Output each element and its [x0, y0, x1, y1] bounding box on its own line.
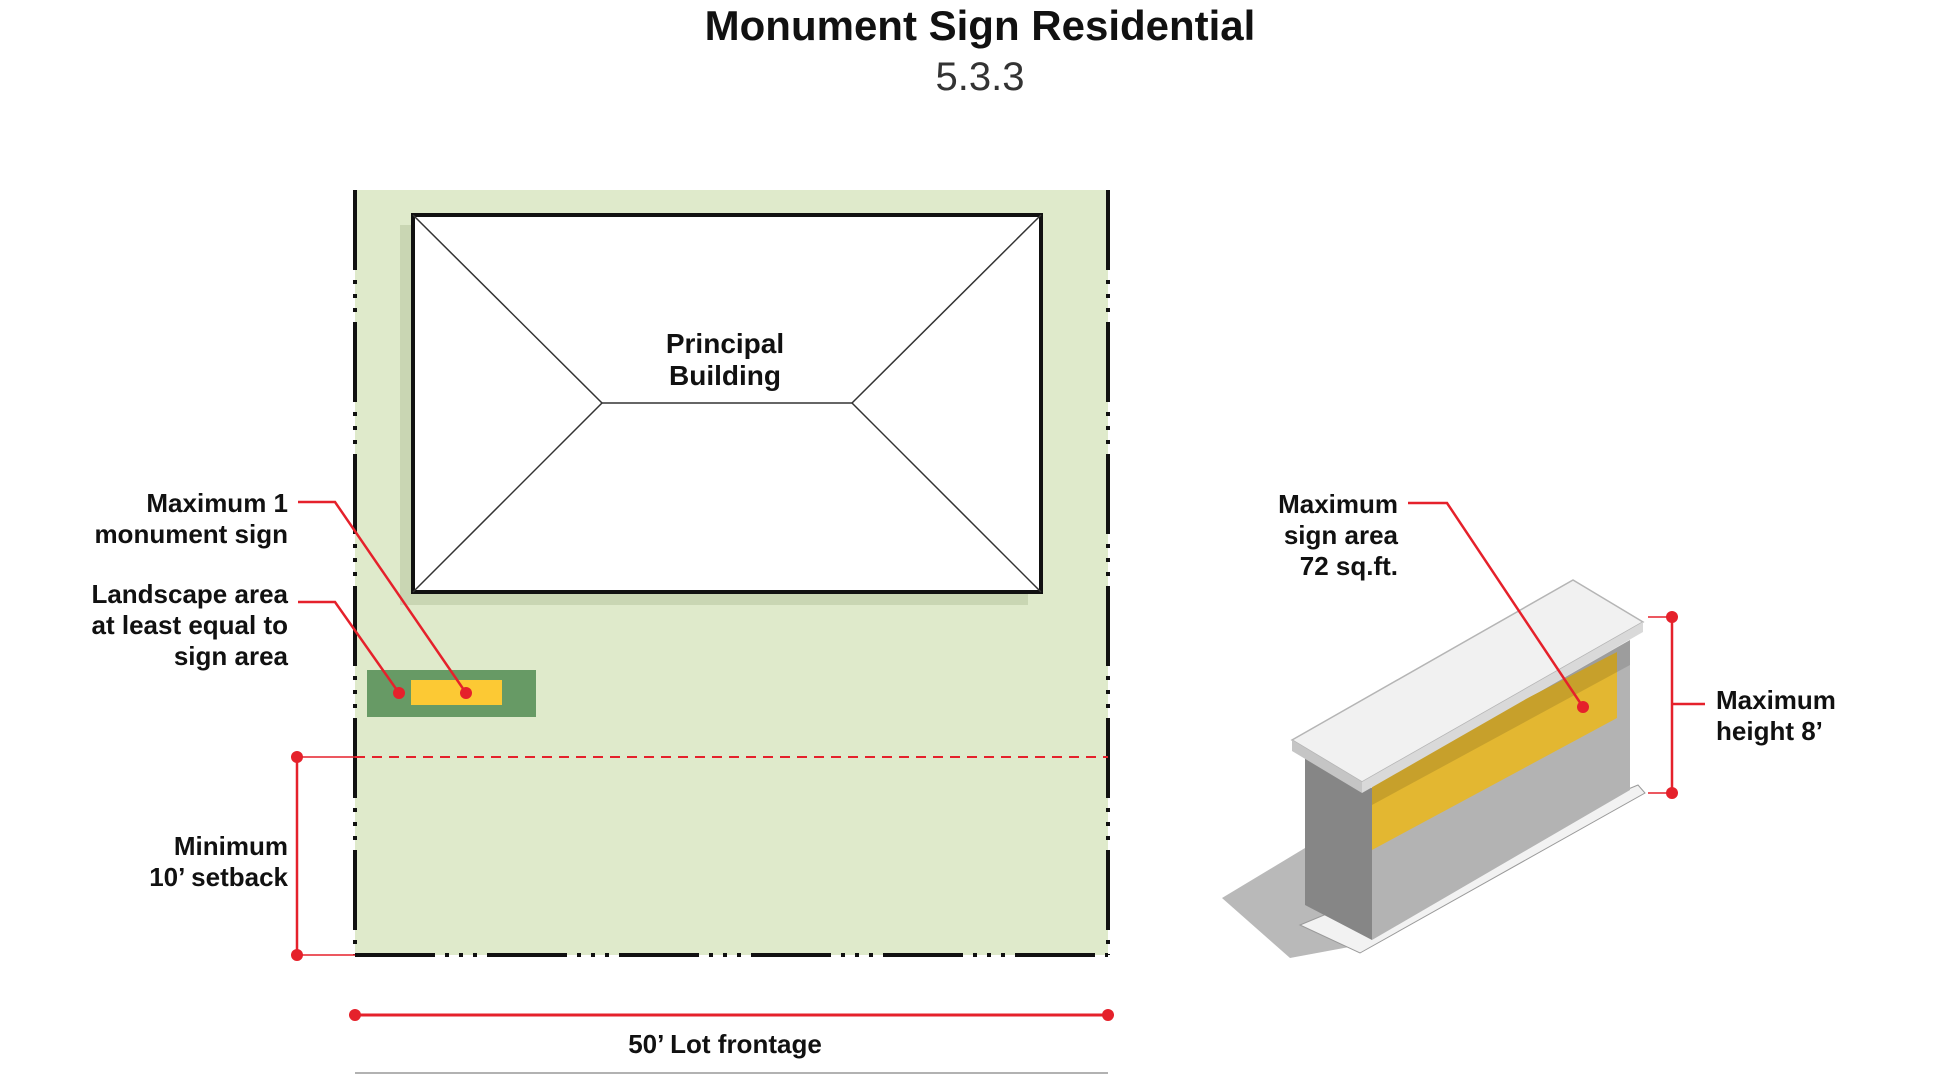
monument-sign-detail: Maximum sign area 72 sq.ft. Maximum heig… [1222, 489, 1836, 958]
sign-cap-front [1362, 622, 1643, 793]
svg-text:Minimum: Minimum [174, 831, 288, 861]
svg-text:72 sq.ft.: 72 sq.ft. [1300, 551, 1398, 581]
sign-body-left [1305, 755, 1372, 940]
setback-dimension: Minimum 10’ setback [149, 751, 355, 961]
sign-face-panel [1372, 652, 1617, 850]
svg-text:Maximum: Maximum [1716, 685, 1836, 715]
monument-sign-plan [411, 680, 502, 705]
height-dimension: Maximum height 8’ [1648, 611, 1836, 799]
frontage-dimension: 50’ Lot frontage [349, 1009, 1114, 1074]
svg-text:sign area: sign area [1284, 520, 1399, 550]
svg-text:10’ setback: 10’ setback [149, 862, 288, 892]
building-label-line2: Building [669, 360, 781, 391]
callout-monument-sign: Maximum 1 monument sign [94, 488, 472, 699]
svg-text:Maximum 1: Maximum 1 [146, 488, 288, 518]
svg-text:50’ Lot frontage: 50’ Lot frontage [628, 1029, 822, 1059]
svg-text:height 8’: height 8’ [1716, 716, 1823, 746]
svg-text:monument sign: monument sign [94, 519, 288, 549]
svg-text:Maximum: Maximum [1278, 489, 1398, 519]
svg-text:sign area: sign area [174, 641, 289, 671]
callout-sign-area: Maximum sign area 72 sq.ft. [1278, 489, 1589, 713]
roof-ridges [412, 214, 1042, 593]
svg-text:at least equal to: at least equal to [92, 610, 289, 640]
building-label-line1: Principal [666, 328, 784, 359]
callout-landscape-area: Landscape area at least equal to sign ar… [91, 579, 405, 699]
sign-cap-left [1292, 740, 1362, 793]
diagram-title: Monument Sign Residential [705, 2, 1256, 49]
site-plan: Principal Building Maximum 1 monument si… [91, 190, 1114, 1074]
section-number: 5.3.3 [936, 55, 1025, 99]
svg-text:Landscape area: Landscape area [91, 579, 288, 609]
